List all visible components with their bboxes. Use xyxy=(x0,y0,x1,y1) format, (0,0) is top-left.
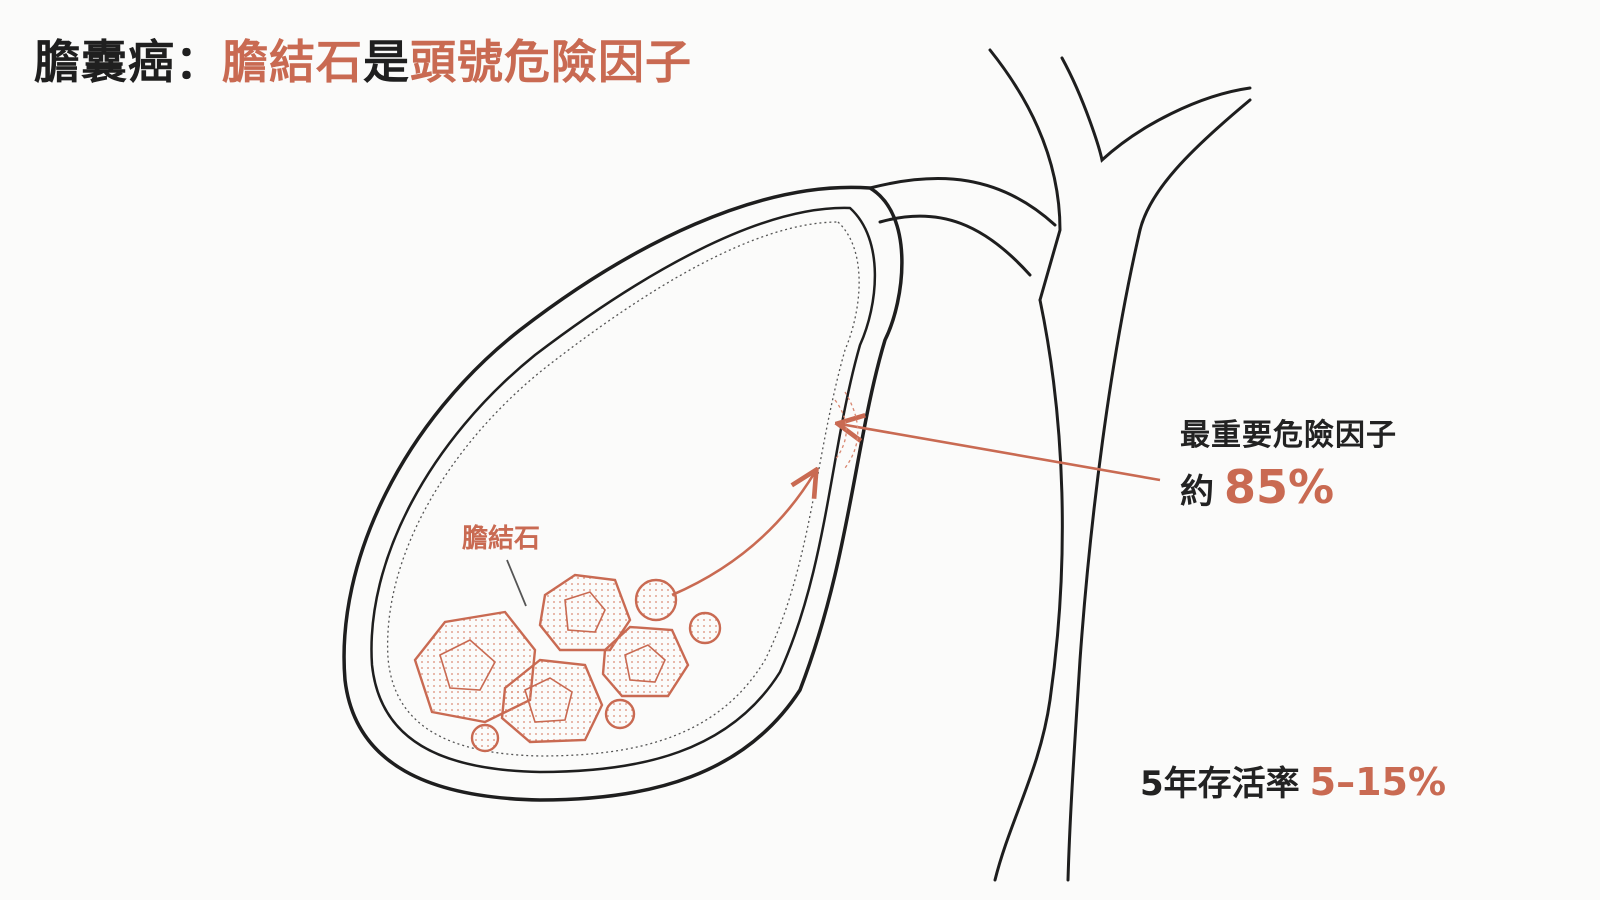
risk-prefix: 約 xyxy=(1180,472,1214,512)
gallstones xyxy=(413,573,722,753)
gallstone-small-bottom xyxy=(604,698,636,730)
risk-pointer-arrow xyxy=(840,424,1161,482)
common-bile-duct-right xyxy=(1066,228,1142,882)
left-hepatic-duct-inner xyxy=(1060,56,1252,163)
gallstone-small-left xyxy=(470,723,500,753)
page-title: 膽囊癌：膽結石是頭號危險因子 xyxy=(34,26,692,92)
gallstone-facets xyxy=(439,591,666,723)
gallbladder xyxy=(342,185,904,802)
left-hepatic-duct-outer xyxy=(988,48,1062,302)
gallbladder-inner-wall xyxy=(370,206,877,774)
gallbladder-outer-wall xyxy=(342,185,904,802)
gallstone-label-leader xyxy=(506,559,527,607)
gallstone-small-right xyxy=(688,611,722,645)
bile-ducts xyxy=(868,48,1252,882)
survival-label: 5年存活率 xyxy=(1140,764,1300,804)
title-risk-factor: 頭號危險因子 xyxy=(410,35,692,89)
cystic-duct-top xyxy=(868,176,1057,227)
gallstone-bottom-center xyxy=(500,658,604,744)
gallstone-label: 膽結石 xyxy=(462,524,541,554)
common-bile-duct-left xyxy=(993,298,1064,882)
gallstone-right xyxy=(601,625,690,698)
risk-heading: 最重要危險因子 xyxy=(1180,418,1397,453)
wall-lesion-highlight xyxy=(834,391,859,469)
gallstone-small-migrating xyxy=(634,578,678,622)
survival-value: 5–15% xyxy=(1309,760,1447,804)
risk-percentage: 85% xyxy=(1224,460,1335,514)
title-prefix: 膽囊癌： xyxy=(34,35,222,89)
cystic-duct-bottom xyxy=(878,214,1032,277)
mucosa-lining xyxy=(386,221,860,757)
right-hepatic-duct xyxy=(1138,98,1252,232)
stone-to-wall-arrow xyxy=(671,472,815,597)
title-is: 是 xyxy=(363,35,410,89)
title-gallstone: 膽結石 xyxy=(222,35,363,89)
